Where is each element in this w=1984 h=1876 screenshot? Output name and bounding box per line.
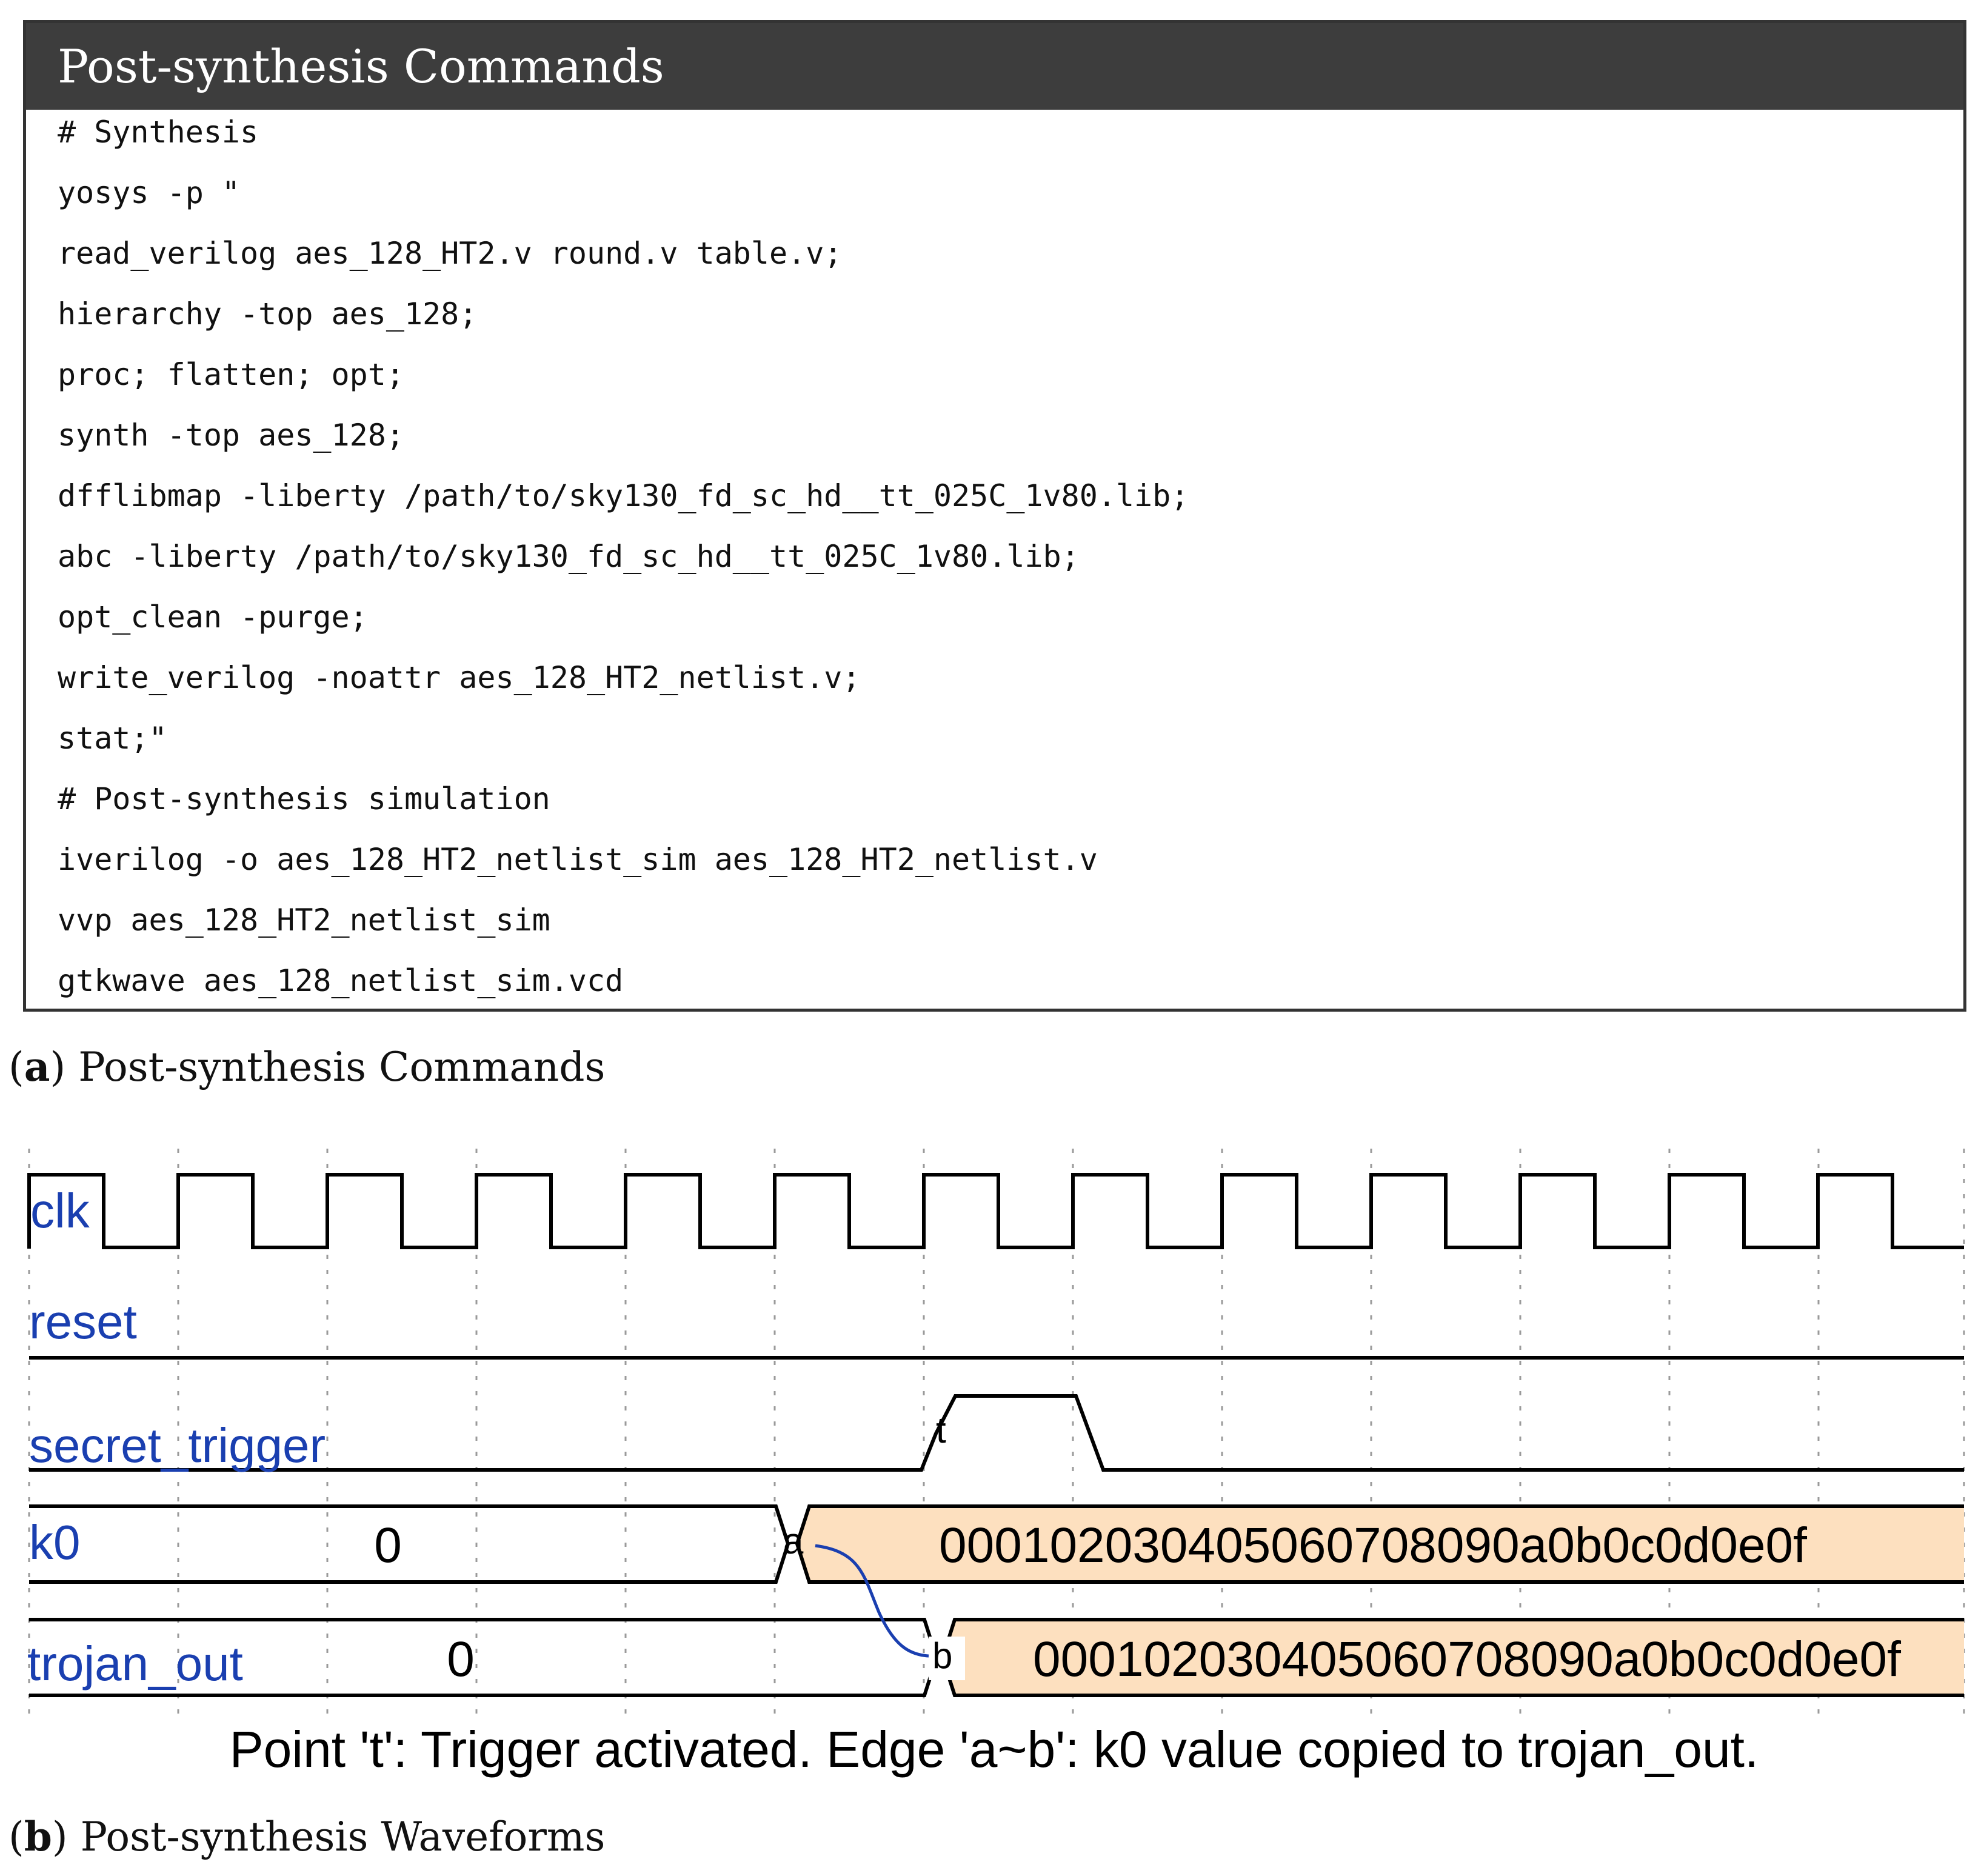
caption-b-text: Post-synthesis Waveforms [80, 1814, 606, 1860]
command-line: abc -liberty /path/to/sky130_fd_sc_hd__t… [58, 539, 1080, 574]
trojan-out-value-after: 000102030405060708090a0b0c0d0e0f [1033, 1632, 1901, 1687]
marker-t: t [936, 1410, 946, 1450]
caption-a-label: a [24, 1043, 50, 1090]
caption-b-label: b [24, 1813, 52, 1860]
caption-a-text: Post-synthesis Commands [78, 1044, 606, 1090]
k0-value-before: 0 [374, 1518, 402, 1573]
signal-name-secret-trigger: secret_trigger [29, 1418, 326, 1472]
command-line: stat;" [58, 721, 167, 756]
k0-value-after: 000102030405060708090a0b0c0d0e0f [939, 1518, 1807, 1573]
caption-a: (a) Post-synthesis Commands [8, 1043, 606, 1090]
k0-bus-after [795, 1504, 1964, 1584]
command-line: read_verilog aes_128_HT2.v round.v table… [58, 236, 843, 271]
k0-bus-before [29, 1504, 790, 1584]
signal-name-trojan-out: trojan_out [27, 1637, 243, 1691]
signal-name-reset: reset [29, 1295, 137, 1349]
command-line: yosys -p " [58, 175, 241, 210]
waveform-diagram: clk reset secret_trigger t k0 0 00010203… [27, 1149, 1965, 1778]
caption-b: (b) Post-synthesis Waveforms [8, 1813, 606, 1860]
command-line: iverilog -o aes_128_HT2_netlist_sim aes_… [58, 842, 1098, 877]
marker-b-backdrop [929, 1637, 965, 1680]
annotation-note: Point 't': Trigger activated. Edge 'a~b'… [230, 1721, 1759, 1778]
marker-a: a [783, 1521, 804, 1561]
signal-name-k0: k0 [29, 1515, 81, 1569]
command-line: opt_clean -purge; [58, 599, 368, 635]
trojan-out-value-before: 0 [447, 1632, 475, 1687]
marker-b: b [932, 1635, 952, 1676]
clk-waveform [27, 1173, 1964, 1249]
command-line: hierarchy -top aes_128; [58, 296, 478, 332]
secret-trigger-waveform [29, 1394, 1964, 1472]
command-line: dfflibmap -liberty /path/to/sky130_fd_sc… [58, 478, 1189, 513]
command-line: synth -top aes_128; [58, 418, 404, 453]
copy-link-curve [815, 1544, 929, 1658]
command-line: write_verilog -noattr aes_128_HT2_netlis… [58, 660, 861, 695]
signal-name-clk: clk [30, 1184, 90, 1238]
command-line: # Post-synthesis simulation [58, 781, 550, 816]
command-line: proc; flatten; opt; [58, 357, 404, 392]
command-line: vvp aes_128_HT2_netlist_sim [58, 903, 550, 938]
command-line: gtkwave aes_128_netlist_sim.vcd [58, 963, 624, 998]
commands-panel: Post-synthesis Commands # Synthesis yosy… [23, 20, 1966, 1012]
command-line: # Synthesis [58, 115, 259, 150]
commands-header: Post-synthesis Commands [26, 23, 1963, 110]
